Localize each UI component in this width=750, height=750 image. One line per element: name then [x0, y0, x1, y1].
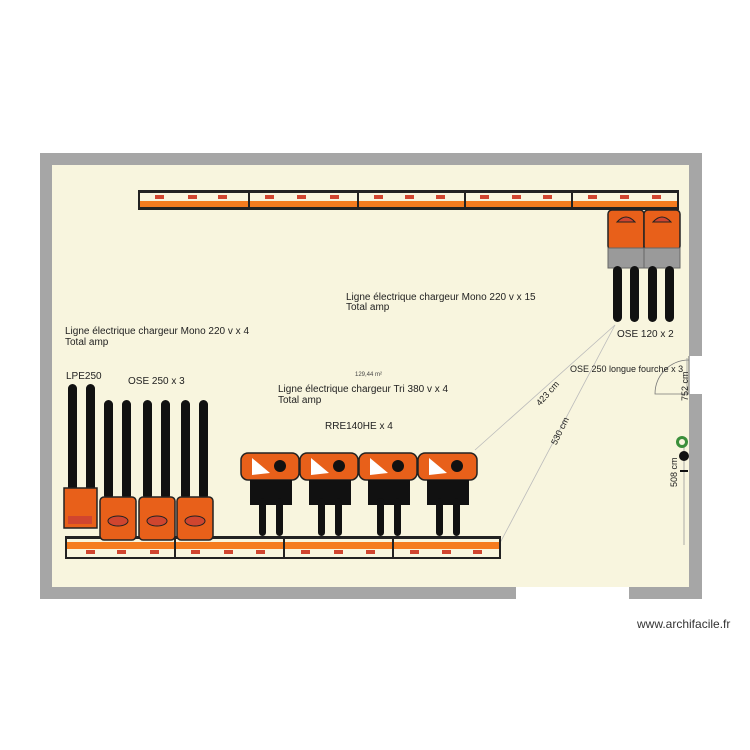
rack-bottom — [65, 536, 501, 559]
dim-line-530 — [499, 324, 616, 544]
forklift-ose250-3[interactable] — [176, 400, 214, 541]
door-opening-bottom — [516, 587, 629, 599]
label-ose250-long: OSE 250 longue fourche x 3 — [570, 364, 684, 374]
reach-truck-rre140he-1[interactable] — [240, 452, 300, 536]
label-ose120: OSE 120 x 2 — [617, 329, 674, 340]
label-lpe250: LPE250 — [66, 371, 102, 382]
socket-icon — [676, 436, 689, 472]
door-right[interactable] — [654, 356, 702, 395]
label-mono4-line2: Total amp — [65, 337, 109, 348]
forklift-ose250-2[interactable] — [138, 400, 176, 541]
dim-line-423 — [474, 324, 616, 451]
dim-label-752: 752 cm — [680, 371, 690, 401]
dim-label-508: 508 cm — [669, 457, 679, 487]
reach-truck-rre140he-4[interactable] — [417, 452, 478, 536]
label-tri4-line1: Ligne électrique chargeur Tri 380 v x 4 — [278, 384, 449, 395]
room-area-label: 129,44 m² — [355, 372, 383, 378]
forklift-ose250-1[interactable] — [99, 400, 137, 541]
reach-truck-rre140he-2[interactable] — [299, 452, 359, 536]
label-rre140he: RRE140HE x 4 — [325, 421, 393, 432]
label-ose250: OSE 250 x 3 — [128, 376, 185, 387]
forklift-ose120-2[interactable] — [643, 209, 681, 322]
label-mono15-line1: Ligne électrique chargeur Mono 220 v x 1… — [346, 292, 536, 303]
label-mono15-line2: Total amp — [346, 302, 390, 313]
label-tri4-line2: Total amp — [278, 395, 322, 406]
watermark[interactable]: www.archifacile.fr — [637, 617, 731, 631]
rack-top — [138, 190, 679, 210]
reach-truck-rre140he-3[interactable] — [358, 452, 418, 536]
forklift-lpe250[interactable] — [63, 384, 98, 529]
forklift-ose120-1[interactable] — [607, 209, 645, 322]
label-mono4-line1: Ligne électrique chargeur Mono 220 v x 4 — [65, 326, 250, 337]
